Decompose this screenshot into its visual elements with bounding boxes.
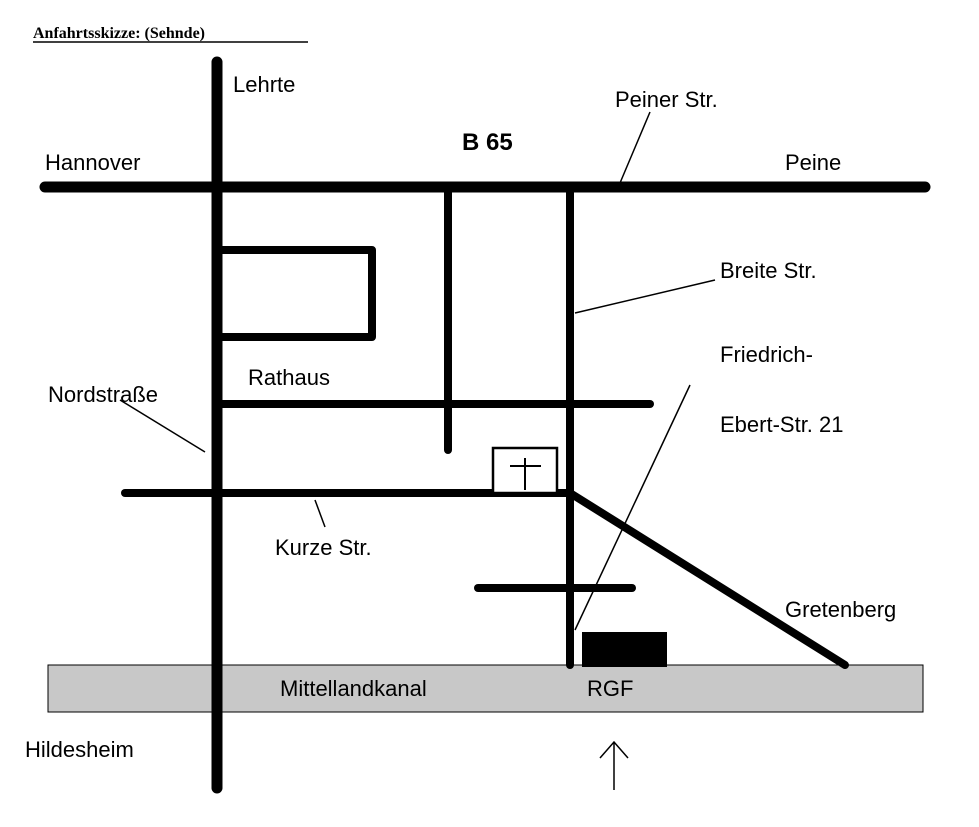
canal [47, 664, 924, 713]
map-title: Anfahrtsskizze: (Sehnde) [33, 25, 205, 42]
label-hannover: Hannover [45, 150, 140, 175]
label-peiner-str: Peiner Str. [615, 87, 718, 112]
label-b65: B 65 [462, 129, 513, 156]
rgf-building [582, 632, 667, 667]
label-friedrich: Friedrich- [720, 342, 813, 367]
leader-lines [119, 111, 716, 631]
road-loop [216, 246, 376, 341]
label-breite-str: Breite Str. [720, 258, 817, 283]
label-ebert-str: Ebert-Str. 21 [720, 412, 844, 437]
label-mittellandkanal: Mittellandkanal [280, 676, 427, 701]
label-peine: Peine [785, 150, 841, 175]
label-rgf: RGF [587, 676, 633, 701]
label-nordstrasse: Nordstraße [48, 382, 158, 407]
label-rathaus: Rathaus [248, 365, 330, 390]
road-gretenberg [566, 489, 849, 669]
label-lehrte: Lehrte [233, 72, 295, 97]
label-kurze-str: Kurze Str. [275, 535, 372, 560]
label-hildesheim: Hildesheim [25, 737, 134, 762]
church-icon [491, 446, 559, 495]
label-gretenberg: Gretenberg [785, 597, 896, 622]
north-arrow-icon [599, 740, 629, 790]
